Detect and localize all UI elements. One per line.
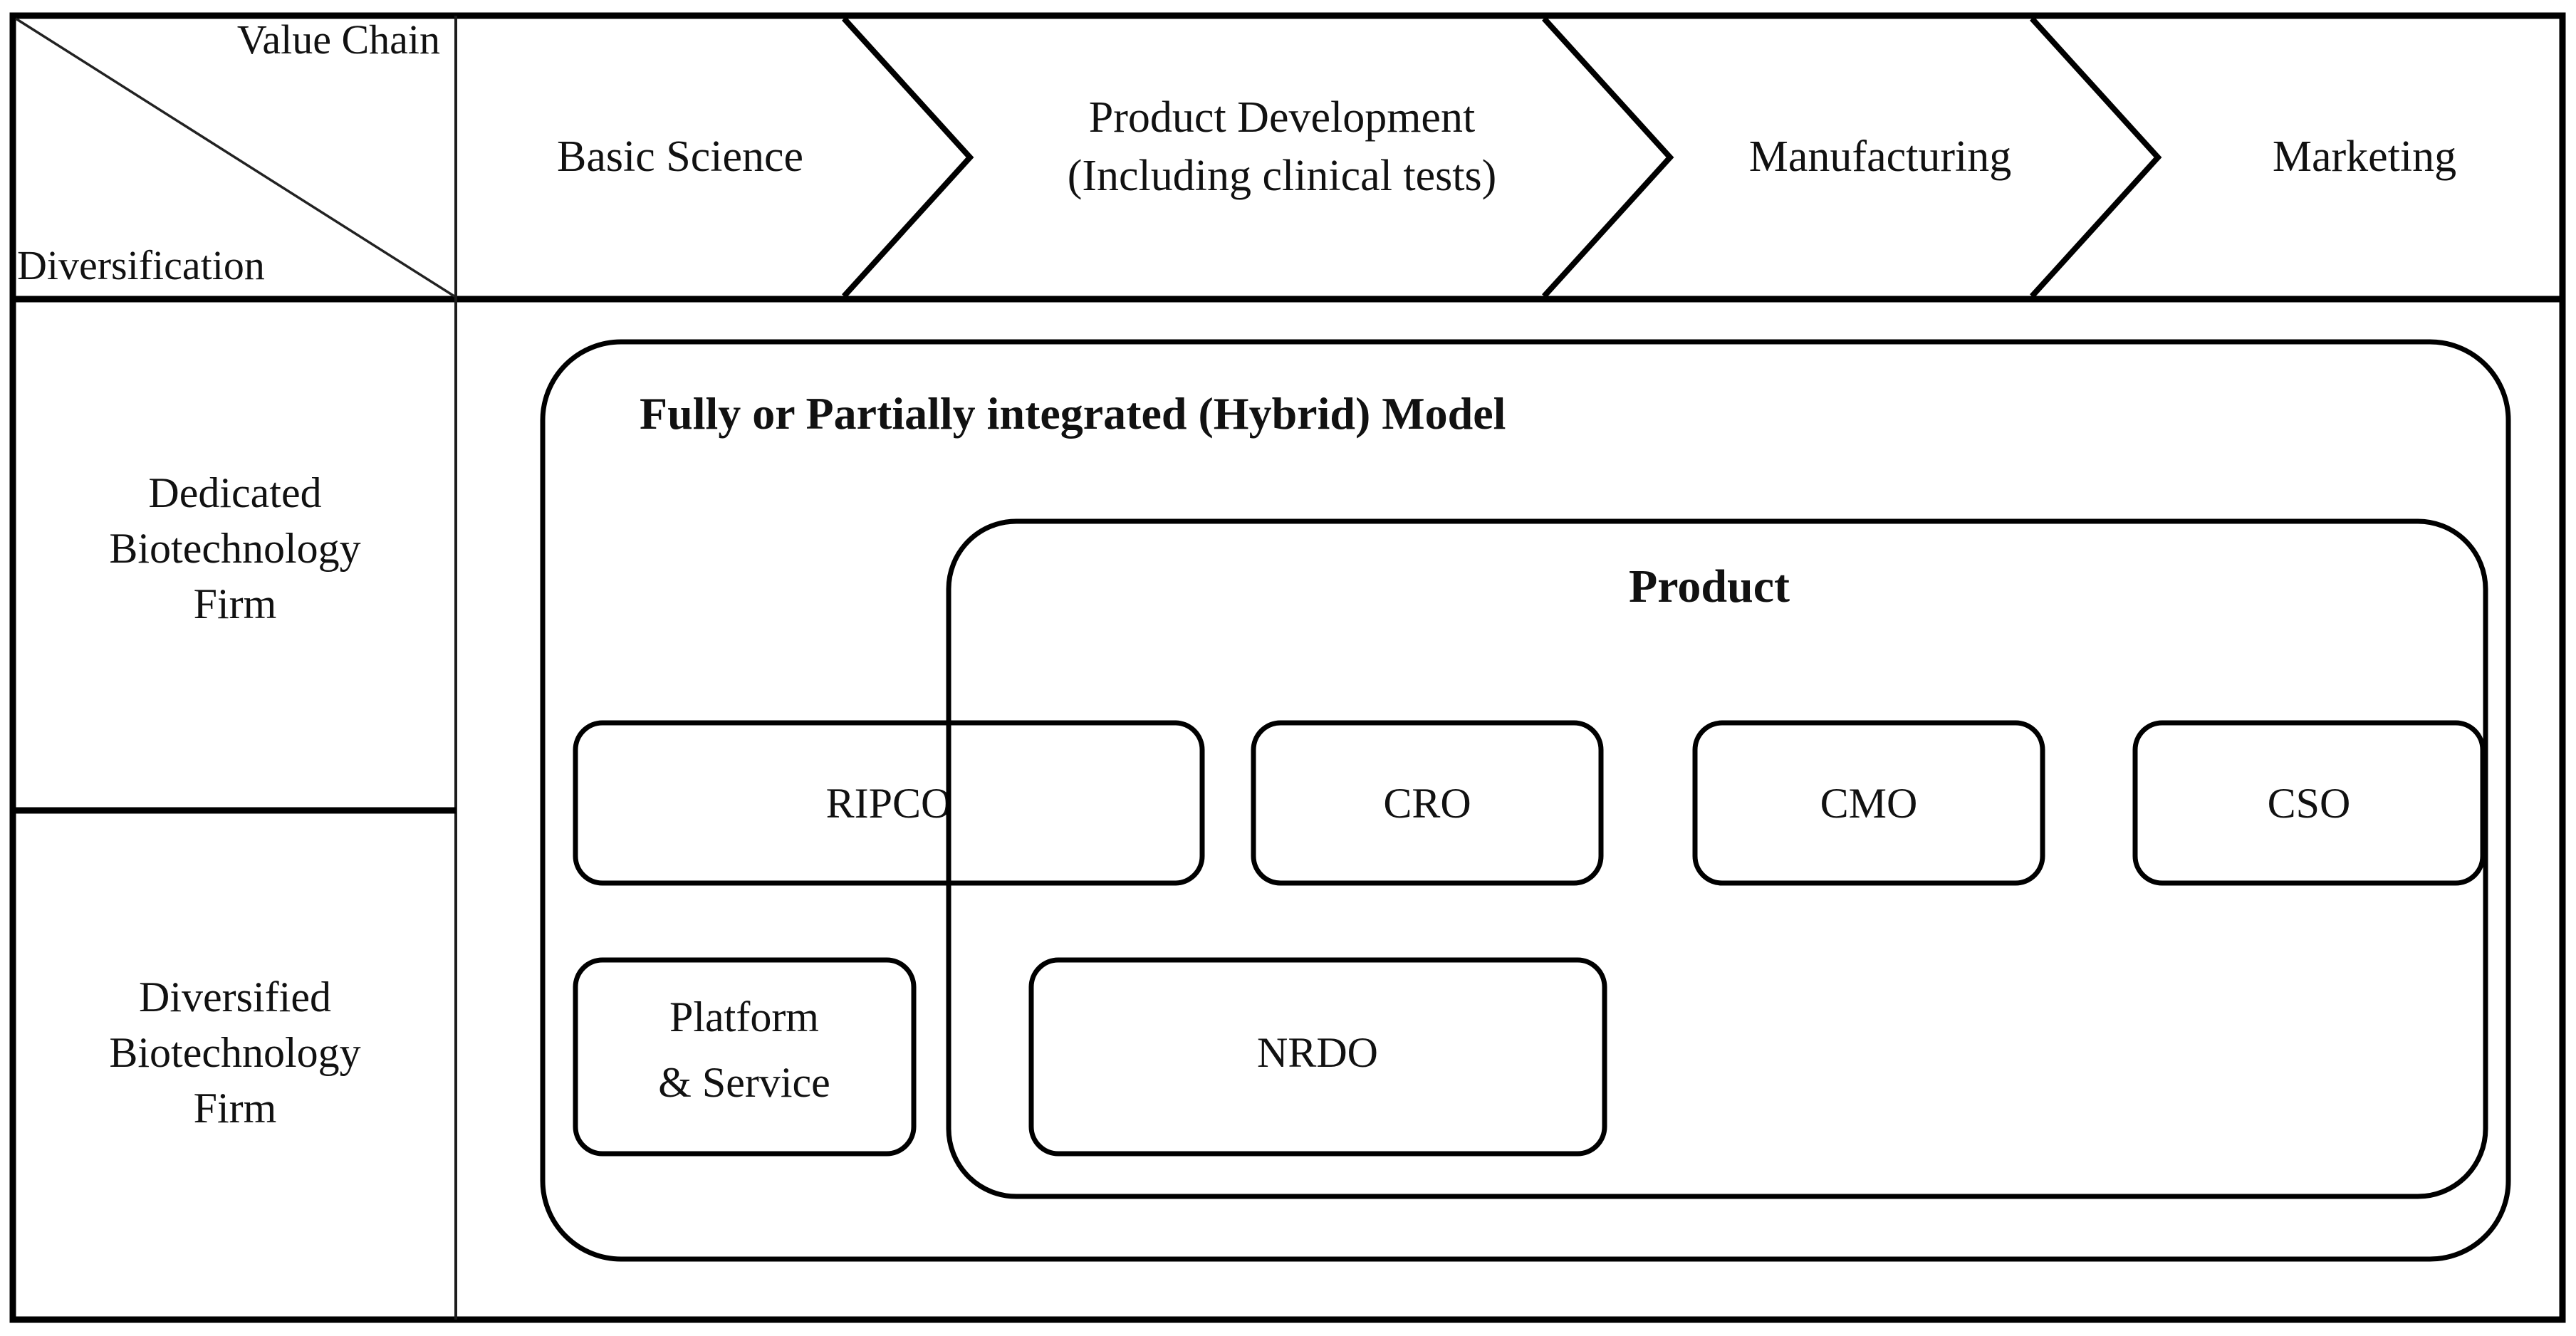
node-label-cmo: CMO	[1820, 780, 1918, 827]
stage-label-manufacturing: Manufacturing	[1749, 132, 2011, 181]
row-label-dedicated-line1: Dedicated	[148, 469, 321, 516]
node-box-cso[interactable]: CSO	[2132, 720, 2486, 886]
stage-label-product-development: Product Development	[1089, 93, 1475, 142]
node-box-cso-shape[interactable]	[2132, 720, 2486, 886]
corner-diagonal-line	[15, 17, 455, 298]
row-label-dedicated-line2: Biotechnology	[109, 525, 360, 572]
row-label-diversified-line1: Diversified	[139, 974, 331, 1021]
node-label-cso: CSO	[2268, 780, 2351, 827]
node-label-cro: CRO	[1383, 780, 1471, 827]
node-label-ripco: RIPCO	[826, 780, 952, 827]
stage-label-marketing: Marketing	[2273, 132, 2456, 181]
node-box-ripco[interactable]: RIPCO	[573, 720, 1205, 886]
table-frame	[9, 12, 2566, 1323]
product-label: Product	[1629, 560, 1790, 612]
node-box-platform-service[interactable]: Platform & Service	[573, 957, 917, 1157]
diversification-label: Diversification	[17, 242, 265, 288]
node-label-nrdo: NRDO	[1257, 1029, 1378, 1076]
node-box-cro-shape[interactable]	[1251, 720, 1604, 886]
chevron-arrow-3-icon	[2030, 16, 2162, 298]
corner-header: Value Chain Diversification	[17, 16, 440, 288]
node-box-ripco-shape[interactable]	[573, 720, 1205, 886]
node-box-cro[interactable]: CRO	[1251, 720, 1604, 886]
row-label-diversified-line3: Firm	[194, 1085, 277, 1132]
node-label-platform-line2: & Service	[658, 1059, 830, 1106]
row-label-diversified: Diversified Biotechnology Firm	[109, 974, 360, 1132]
chevron-arrow-1-icon	[842, 16, 974, 298]
value-chain-label: Value Chain	[237, 16, 440, 63]
node-box-cmo-shape[interactable]	[1692, 720, 2045, 886]
hybrid-model-boundary	[540, 339, 2511, 1262]
value-chain-stage-labels: Basic Science Product Development (Inclu…	[557, 93, 2456, 200]
hybrid-model-label: Fully or Partially integrated (Hybrid) M…	[640, 388, 1506, 439]
row-label-dedicated-line3: Firm	[194, 580, 277, 627]
row-label-dedicated: Dedicated Biotechnology Firm	[109, 469, 360, 627]
node-box-platform-service-shape[interactable]	[573, 957, 917, 1157]
stage-label-basic-science: Basic Science	[557, 132, 803, 181]
node-box-nrdo[interactable]: NRDO	[1028, 957, 1607, 1157]
value-chain-chevrons	[842, 16, 2162, 298]
node-label-platform: Platform	[669, 993, 819, 1040]
hybrid-model-group: Fully or Partially integrated (Hybrid) M…	[540, 339, 2511, 1262]
node-box-nrdo-shape[interactable]	[1028, 957, 1607, 1157]
chevron-arrow-2-icon	[1542, 16, 1674, 298]
node-box-cmo[interactable]: CMO	[1692, 720, 2045, 886]
row-label-diversified-line2: Biotechnology	[109, 1029, 360, 1076]
stage-label-product-development-line2: (Including clinical tests)	[1068, 152, 1497, 200]
